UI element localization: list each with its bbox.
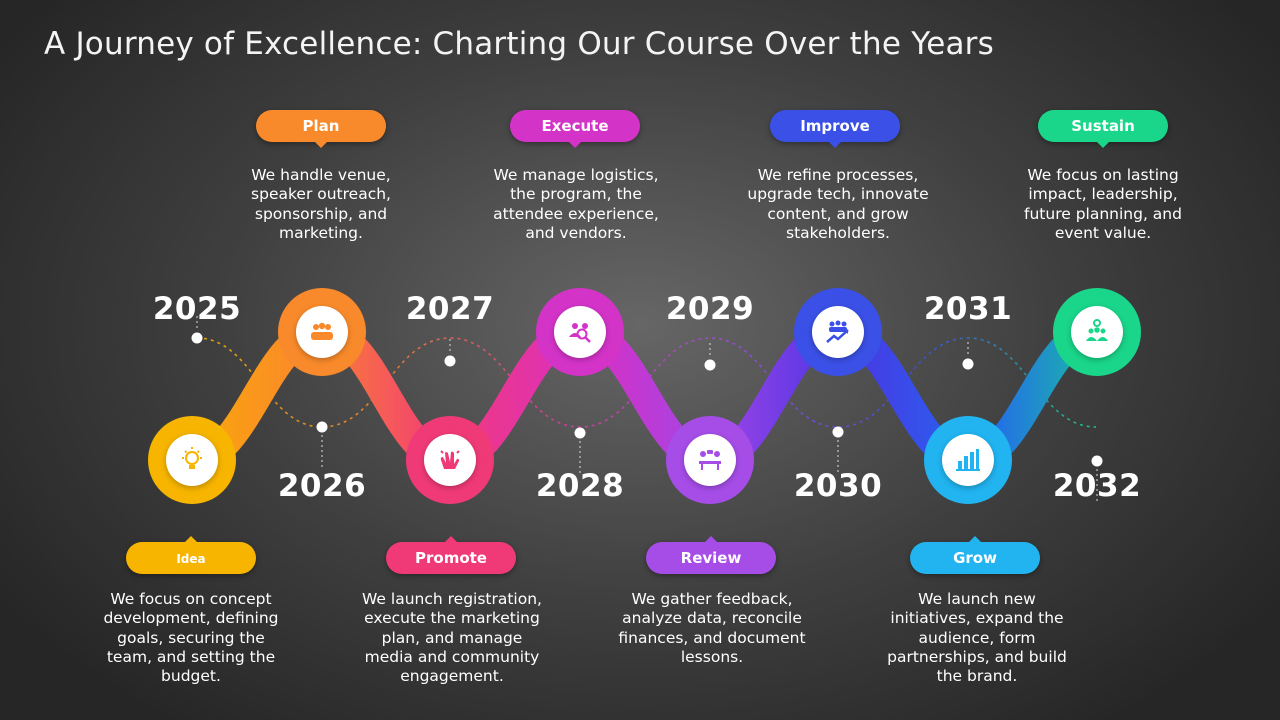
stage-description-review: We gather feedback, analyze data, reconc…	[618, 590, 806, 666]
year-dot	[316, 421, 328, 433]
pill-pointer	[568, 141, 582, 148]
year-dot	[574, 427, 586, 439]
stage-description-improve: We refine processes, upgrade tech, innov…	[747, 166, 929, 242]
stage-pill-idea: Idea	[126, 536, 256, 574]
team-location-icon	[1071, 306, 1123, 358]
year-dot	[704, 359, 716, 371]
pill-pointer	[184, 536, 198, 543]
stage-label: Execute	[541, 117, 609, 135]
year-dot	[191, 332, 203, 344]
clapping-hands-icon	[424, 434, 476, 486]
year-label-2031: 2031	[923, 291, 1013, 327]
stage-pill-grow: Grow	[910, 536, 1040, 574]
stage-pill-improve: Improve	[770, 110, 900, 148]
stage-label: Idea	[176, 552, 206, 566]
stage-pill-promote: Promote	[386, 536, 516, 574]
year-label-2027: 2027	[405, 291, 495, 327]
pill-pointer	[314, 141, 328, 148]
year-dot	[962, 358, 974, 370]
year-label-2029: 2029	[665, 291, 755, 327]
stage-pill-execute: Execute	[510, 110, 640, 148]
stage-description-grow: We launch new initiatives, expand the au…	[887, 590, 1067, 686]
stage-description-promote: We launch registration, execute the mark…	[362, 590, 542, 686]
stage-pill-plan: Plan	[256, 110, 386, 148]
stage-label: Grow	[953, 549, 997, 567]
stage-label: Promote	[415, 549, 487, 567]
stage-pill-sustain: Sustain	[1038, 110, 1168, 148]
stage-label: Improve	[800, 117, 870, 135]
stage-description-plan: We handle venue, speaker outreach, spons…	[251, 166, 391, 242]
stage-label: Plan	[302, 117, 340, 135]
pill-pointer	[1096, 141, 1110, 148]
team-growth-icon	[812, 306, 864, 358]
pill-pointer	[444, 536, 458, 543]
year-dot	[832, 426, 844, 438]
year-label-2026: 2026	[277, 468, 367, 504]
year-label-2028: 2028	[535, 468, 625, 504]
discussion-table-icon	[684, 434, 736, 486]
stage-description-execute: We manage logistics, the program, the at…	[493, 166, 659, 242]
bar-chart-icon	[942, 434, 994, 486]
year-label-2030: 2030	[793, 468, 883, 504]
dashed-connector	[196, 337, 1097, 428]
lightbulb-icon	[166, 434, 218, 486]
stage-pill-review: Review	[646, 536, 776, 574]
stage-description-sustain: We focus on lasting impact, leadership, …	[1024, 166, 1182, 242]
year-label-2025: 2025	[152, 291, 242, 327]
stage-label: Review	[680, 549, 742, 567]
page-title: A Journey of Excellence: Charting Our Co…	[44, 26, 994, 62]
pill-pointer	[828, 141, 842, 148]
team-meeting-icon	[296, 306, 348, 358]
pill-pointer	[704, 536, 718, 543]
pill-pointer	[968, 536, 982, 543]
people-search-icon	[554, 306, 606, 358]
stage-description-idea: We focus on concept development, definin…	[103, 590, 279, 686]
year-dot	[1091, 455, 1103, 467]
year-label-2032: 2032	[1052, 468, 1142, 504]
stage-label: Sustain	[1071, 117, 1135, 135]
year-dot	[444, 355, 456, 367]
